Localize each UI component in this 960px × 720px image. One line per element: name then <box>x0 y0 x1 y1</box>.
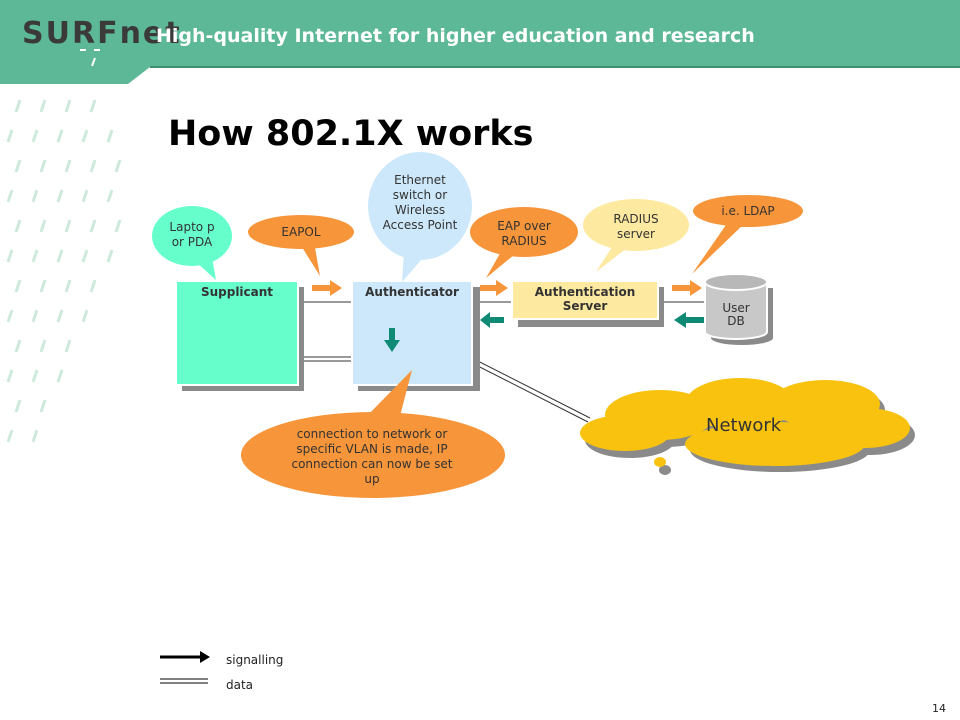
callout-eap-radius-label: EAP over RADIUS <box>497 219 551 248</box>
auth-server-label-line2: Server <box>562 299 608 313</box>
teal-arrows <box>384 312 704 352</box>
callout-radius-server <box>583 199 689 272</box>
header-tagline: High-quality Internet for higher educati… <box>156 25 755 47</box>
user-db-label-line2: DB <box>727 314 745 328</box>
legend-signalling-label: signalling <box>226 653 284 667</box>
user-db-label-line1: User <box>722 301 750 315</box>
callout-switch-label: Ethernet switch or Wireless Access Point <box>382 173 458 232</box>
callout-eapol-label: EAPOL <box>281 225 321 239</box>
user-db-label: User DB <box>705 302 767 328</box>
user-db-cylinder <box>704 273 773 345</box>
legend-signalling-line <box>160 651 210 663</box>
header-band <box>0 0 960 84</box>
callout-eap-radius <box>470 207 578 278</box>
authenticator-label: Authenticator <box>365 285 459 299</box>
callout-connection-label: connection to network or specific VLAN i… <box>291 427 453 486</box>
brand-net: net <box>119 16 182 51</box>
callout-radius-server-label: RADIUS server <box>613 212 659 241</box>
callout-ldap <box>692 195 803 274</box>
legend-data-line <box>160 678 208 684</box>
network-label: Network <box>706 415 782 436</box>
brand-surf: SURF <box>22 16 120 51</box>
auth-server-box <box>511 280 659 320</box>
supplicant-label: Supplicant <box>200 285 274 299</box>
logo-accent <box>80 49 100 67</box>
page-title: How 802.1X works <box>168 114 534 154</box>
callout-device-label: Lapto p or PDA <box>169 220 215 249</box>
auth-server-label-line1: Authentication <box>534 285 636 299</box>
brand-logo: SURFnet <box>22 16 182 51</box>
callout-connection <box>241 370 505 498</box>
decorative-dashes <box>6 99 122 443</box>
authenticator-box <box>351 280 473 386</box>
callout-ldap-label: i.e. LDAP <box>721 204 775 218</box>
legend-data-label: data <box>226 678 254 692</box>
callout-switch <box>368 152 472 282</box>
callout-device <box>152 206 232 280</box>
orange-arrows <box>312 280 702 296</box>
page-number: 14 <box>932 702 946 715</box>
network-cloud <box>580 378 910 467</box>
supplicant-box <box>175 280 299 386</box>
auth-server-label: Authentication Server <box>512 285 658 313</box>
callout-eapol <box>248 215 354 276</box>
